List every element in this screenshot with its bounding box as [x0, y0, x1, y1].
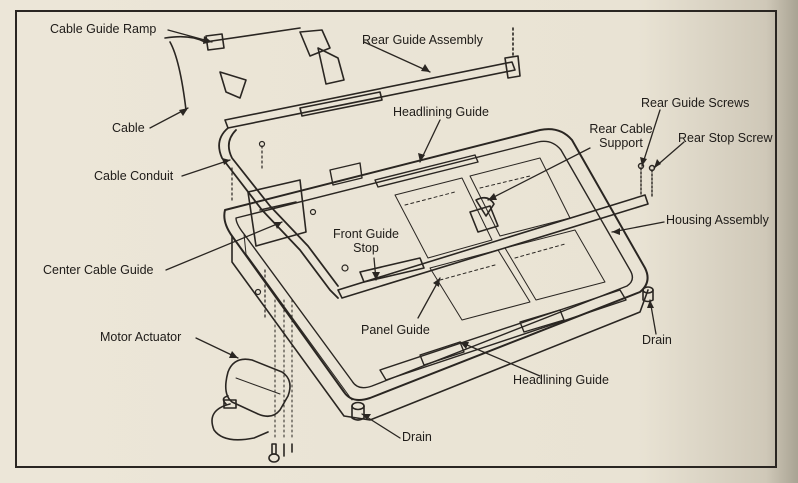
motor-actuator-part: [211, 299, 293, 463]
housing-assembly-frame: [223, 128, 649, 421]
label-cable: Cable: [112, 121, 145, 135]
label-front-guide-stop-line2: Stop: [353, 241, 379, 255]
label-rear-cable-support-line2: Support: [599, 136, 643, 150]
rear-guide-rail: [224, 27, 521, 129]
leader-arrowheads: [179, 36, 661, 420]
label-rear-stop-screw: Rear Stop Screw: [678, 131, 773, 145]
label-housing-assembly: Housing Assembly: [666, 213, 769, 227]
label-center-cable-guide: Center Cable Guide: [43, 263, 154, 277]
center-cable-guide-part: [247, 179, 307, 247]
label-rear-cable-support: Rear Cable Support: [583, 122, 659, 150]
rear-guide-screws-part: [637, 162, 656, 197]
drain-fittings: [351, 286, 654, 421]
label-headlining-guide-bottom: Headlining Guide: [513, 373, 609, 387]
panel-guide-rail: [337, 194, 649, 299]
label-motor-actuator: Motor Actuator: [100, 330, 182, 344]
label-cable-conduit: Cable Conduit: [94, 169, 174, 183]
label-cable-guide-ramp: Cable Guide Ramp: [50, 22, 157, 36]
diagram-border: [15, 10, 777, 468]
label-panel-guide: Panel Guide: [361, 323, 430, 337]
label-drain-bottom: Drain: [402, 430, 432, 444]
leader-lines: [149, 29, 685, 439]
label-headlining-guide-top: Headlining Guide: [393, 105, 489, 119]
left-fasteners: [231, 140, 349, 321]
label-drain-right: Drain: [642, 333, 672, 347]
label-rear-guide-assembly: Rear Guide Assembly: [362, 33, 483, 47]
label-rear-guide-screws: Rear Guide Screws: [641, 96, 750, 110]
label-front-guide-stop: Front Guide Stop: [326, 227, 406, 255]
label-front-guide-stop-line1: Front Guide: [332, 227, 399, 241]
cable-guide-ramp-part: [164, 27, 345, 111]
housing-panels: [394, 157, 606, 321]
label-rear-cable-support-line1: Rear Cable: [589, 122, 653, 136]
cable-conduit-part: [218, 127, 339, 299]
headlining-guide-top-part: [329, 154, 479, 188]
headlining-guide-bottom-part: [379, 289, 627, 381]
